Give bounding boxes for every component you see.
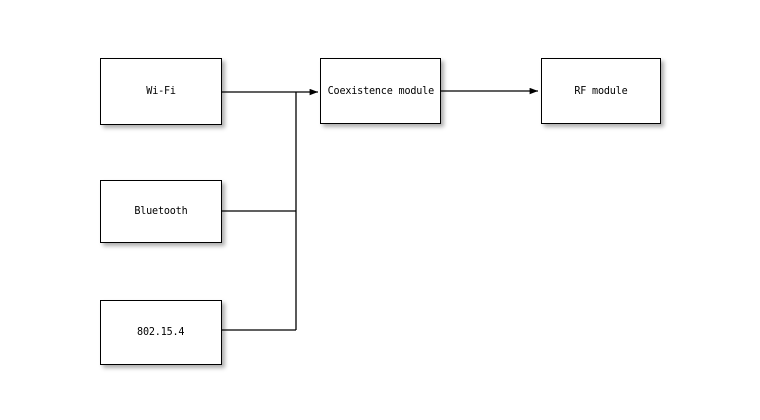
node-rf-module-label: RF module (574, 83, 628, 97)
node-bluetooth[interactable]: Bluetooth (100, 180, 222, 243)
node-bluetooth-label: Bluetooth (134, 204, 188, 218)
node-coexistence-module[interactable]: Coexistence module (320, 58, 441, 124)
node-wifi-label: Wi-Fi (146, 84, 176, 98)
node-802154-label: 802.15.4 (137, 325, 185, 339)
node-coexistence-module-label: Coexistence module (327, 83, 434, 97)
node-wifi[interactable]: Wi-Fi (100, 58, 222, 125)
node-rf-module[interactable]: RF module (541, 58, 661, 124)
node-802154[interactable]: 802.15.4 (100, 300, 222, 365)
